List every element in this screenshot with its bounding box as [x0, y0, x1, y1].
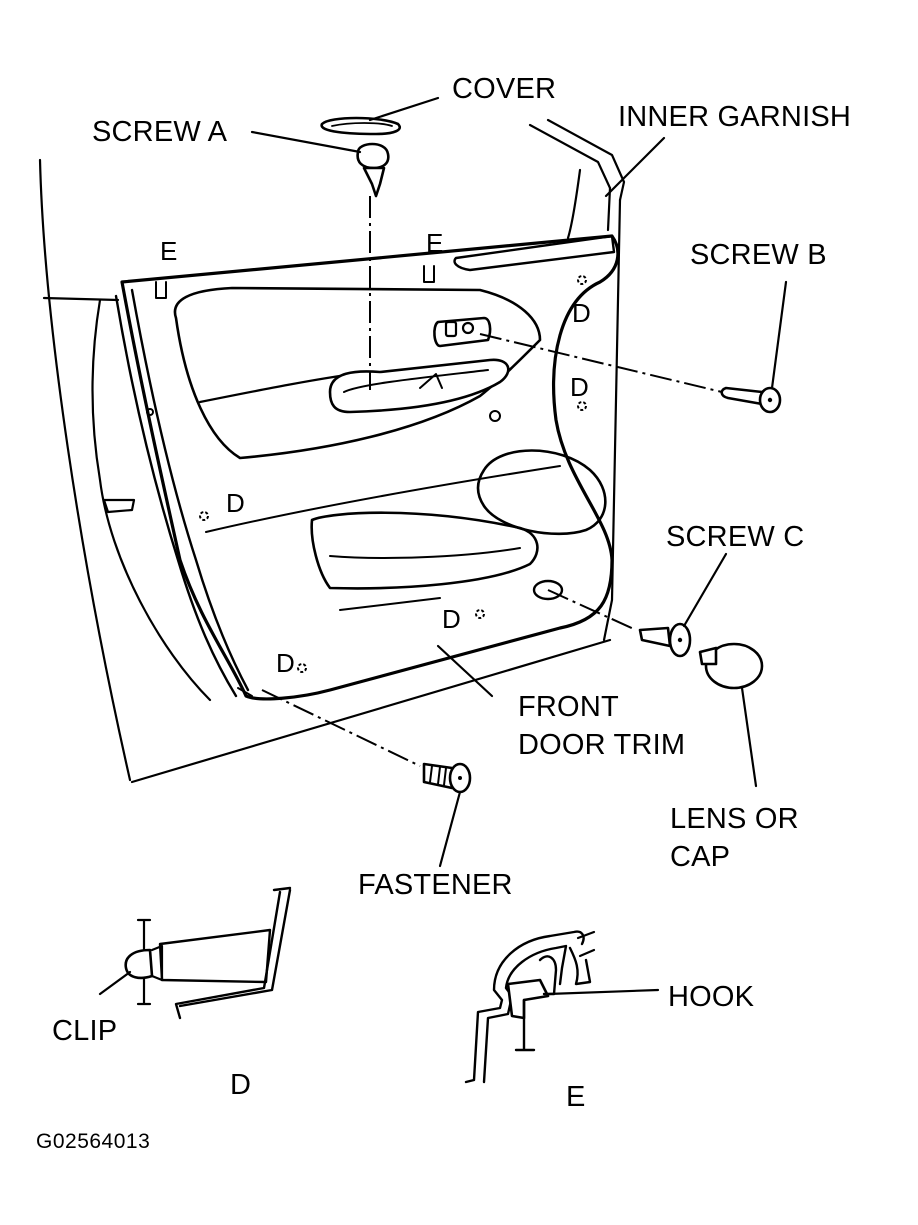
- front-door-trim-label-line1: FRONT: [518, 691, 619, 723]
- lens-or-cap-part: [698, 642, 764, 690]
- screw-b-label: SCREW B: [690, 239, 827, 271]
- detail-e-caption: E: [566, 1081, 586, 1113]
- lens-or-cap-label-line1: LENS OR: [670, 803, 799, 835]
- inner-garnish-label: INNER GARNISH: [618, 101, 852, 133]
- clip-label: CLIP: [52, 1015, 118, 1047]
- detail-e-drawing: [464, 930, 660, 1084]
- hook-label: HOOK: [668, 981, 755, 1013]
- lens-or-cap-label-line2: CAP: [670, 841, 731, 873]
- d-clip-markers: [199, 275, 587, 673]
- screw-c-part: [638, 622, 692, 658]
- clip-point-e-left: E: [160, 236, 178, 266]
- front-door-trim-panel: [102, 234, 620, 701]
- clip-point-d-mid-right: D: [570, 372, 589, 402]
- door-frame: [38, 118, 626, 784]
- front-door-trim-label-line2: DOOR TRIM: [518, 729, 686, 761]
- screw-a-label: SCREW A: [92, 116, 228, 148]
- leader-lines: [250, 96, 788, 868]
- clip-point-d-lower-center: D: [442, 604, 461, 634]
- figure-code: G02564013: [36, 1130, 151, 1153]
- clip-point-d-upper-right: D: [572, 298, 591, 328]
- screw-c-label: SCREW C: [666, 521, 805, 553]
- installation-axes: [261, 196, 723, 767]
- clip-point-d-lower-left: D: [276, 648, 295, 678]
- detail-d-caption: D: [230, 1069, 252, 1101]
- screw-b-part: [720, 386, 782, 414]
- cover-part: [320, 116, 401, 136]
- e-clip-markers: [155, 265, 435, 299]
- fastener-label: FASTENER: [358, 869, 513, 901]
- screw-a-part: [356, 142, 390, 198]
- fastener-part: [422, 762, 472, 794]
- detail-d-drawing: [98, 886, 292, 1020]
- clip-point-d-left: D: [226, 488, 245, 518]
- clip-point-e-center: E: [426, 228, 444, 258]
- cover-label: COVER: [452, 73, 557, 105]
